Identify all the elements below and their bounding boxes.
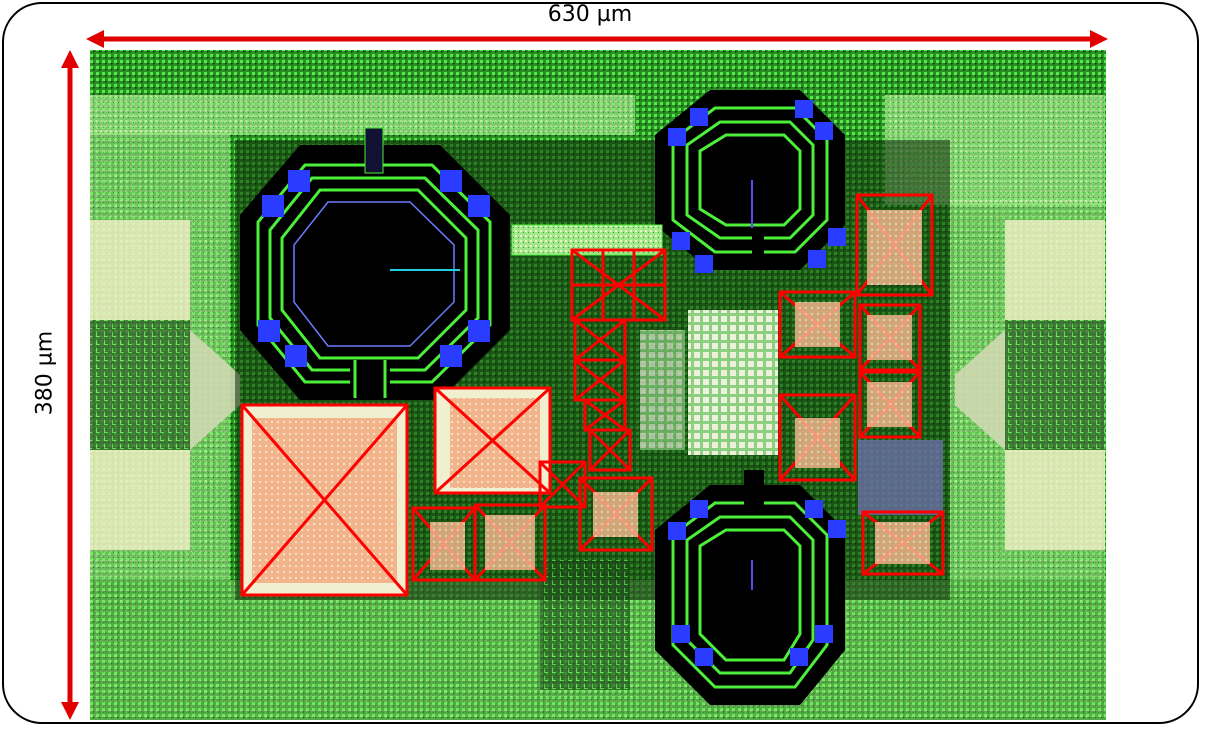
- height-arrow: [61, 50, 79, 720]
- inductor-top-right: [655, 90, 845, 270]
- pad-fills-right: [430, 210, 930, 570]
- cell-array-left-column: [640, 330, 685, 450]
- width-arrow: [86, 30, 1108, 48]
- marker-box-mid: [433, 386, 552, 495]
- marker-box-column-4: [588, 428, 632, 472]
- routing-right-block: [858, 440, 943, 515]
- routing-lower-traces: [540, 560, 630, 690]
- width-dimension-label: 630 µm: [547, 2, 633, 27]
- io-port-left: [90, 220, 240, 550]
- marker-box-large-left: [240, 403, 409, 597]
- io-port-right: [955, 220, 1105, 550]
- cell-array: [688, 310, 778, 455]
- via-clusters: [258, 100, 846, 666]
- inductor-left-large: [240, 127, 510, 400]
- fill-region-top-left: [90, 95, 635, 135]
